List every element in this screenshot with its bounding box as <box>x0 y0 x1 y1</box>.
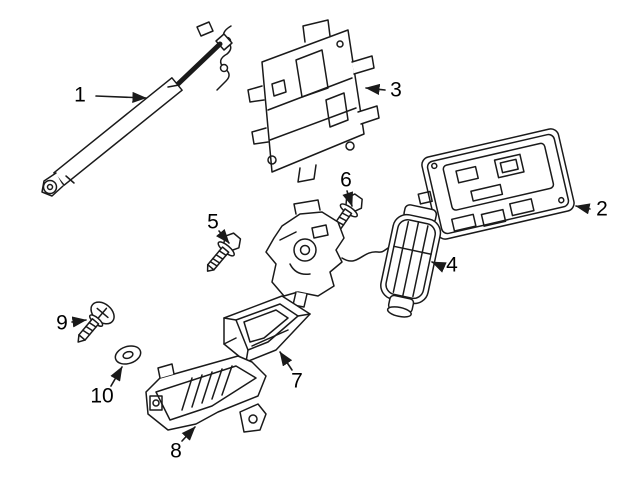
leader-line-4 <box>431 261 447 273</box>
leader-line-2 <box>575 203 591 215</box>
part-1-strut <box>41 21 233 197</box>
callout-4: 4 <box>446 253 458 277</box>
part-5-bolt <box>206 232 242 272</box>
callout-7: 7 <box>291 369 303 393</box>
part-4-latch-actuator <box>265 199 442 318</box>
part-9-screw <box>77 301 115 343</box>
part-7-bezel <box>223 295 311 363</box>
callout-8: 8 <box>170 439 182 463</box>
leader-line-3 <box>365 83 386 95</box>
part-8-handle-assembly <box>145 355 267 433</box>
leader-line-9 <box>71 316 87 328</box>
leader-line-6 <box>342 190 354 207</box>
leader-line-10 <box>110 366 123 387</box>
leader-line-7 <box>279 351 293 371</box>
part-10-washer <box>114 345 142 365</box>
callout-6: 6 <box>340 168 352 192</box>
callout-2: 2 <box>596 197 608 221</box>
callout-5: 5 <box>207 210 219 234</box>
part-2-module <box>417 128 575 240</box>
leader-lines <box>71 83 591 442</box>
leader-line-1 <box>95 91 147 104</box>
callout-10: 10 <box>90 384 114 408</box>
callout-1: 1 <box>74 83 86 107</box>
leader-line-8 <box>181 426 196 442</box>
callout-3: 3 <box>390 78 402 102</box>
leader-line-5 <box>215 228 230 244</box>
callout-9: 9 <box>56 311 68 335</box>
part-3-bracket-plate <box>247 19 380 183</box>
